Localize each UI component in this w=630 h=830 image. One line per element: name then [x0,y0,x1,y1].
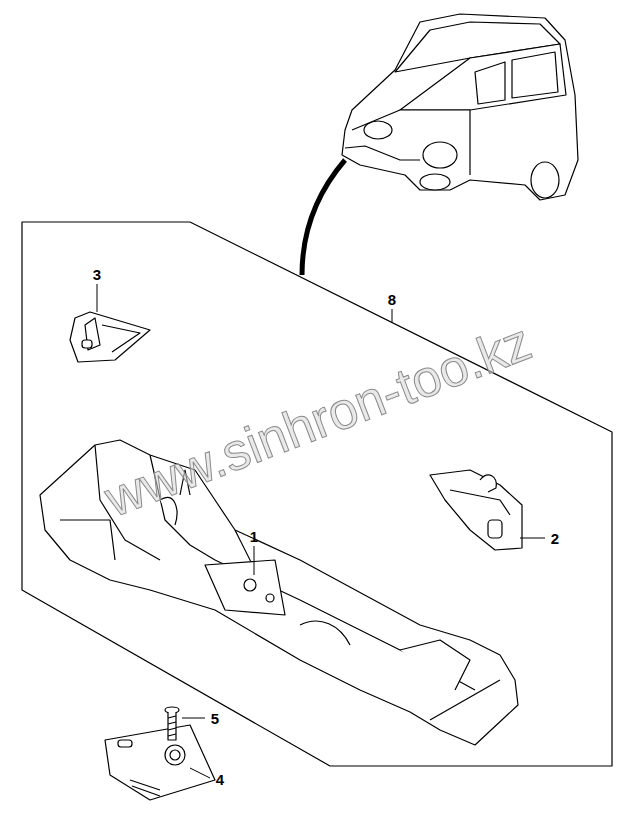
callout-number: 1 [250,529,258,544]
group-outline [22,222,612,766]
leader-line [97,284,545,778]
callout-number: 8 [388,292,396,307]
callout-number: 4 [216,772,224,787]
car-sketch [342,14,578,200]
bracket [430,470,522,550]
pointer-arrow [302,160,345,275]
callout-number: 3 [93,267,101,282]
callout-number: 5 [211,711,219,726]
bolt [165,707,179,740]
callout-number: 2 [551,531,559,546]
bracket [70,312,150,362]
mount-plate [105,725,215,800]
